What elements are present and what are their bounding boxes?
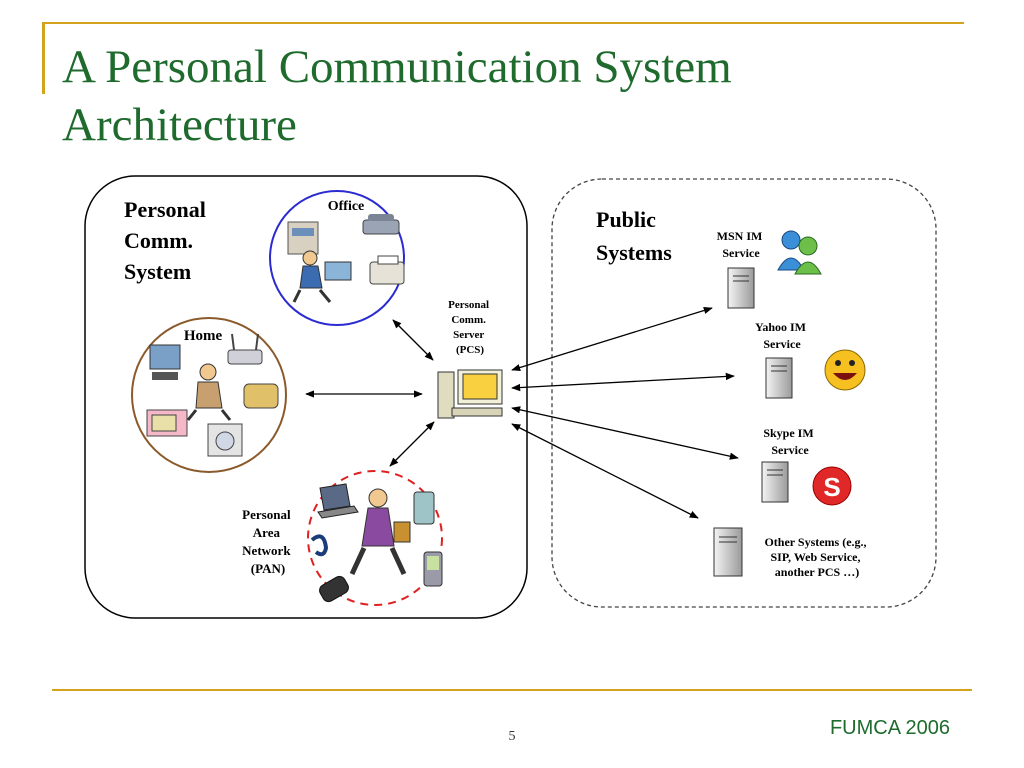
- yahoo-service-label: Yahoo IM Service: [755, 320, 809, 351]
- title-line-2: Architecture: [62, 99, 297, 151]
- arrow-office-pcs: [392, 319, 434, 361]
- office-label: Office: [328, 199, 365, 214]
- pcs-label: Personal Comm. Server (PCS): [448, 299, 492, 356]
- fax-machine-icon: [369, 255, 405, 285]
- arrow-pcs-msn: [511, 306, 713, 372]
- office-printer-icon: [287, 221, 319, 255]
- top-rule: [42, 22, 964, 24]
- arrow-pan-pcs: [389, 421, 435, 467]
- public-systems-label: Public Systems: [596, 207, 672, 265]
- pda-icon: [423, 551, 443, 587]
- office-worker-icon: [292, 250, 352, 303]
- other-systems-server-icon: [713, 527, 743, 577]
- left-rule: [42, 22, 45, 94]
- public-systems-box: [551, 178, 937, 608]
- walking-person-icon: [349, 488, 411, 576]
- footer-text: FUMCA 2006: [829, 717, 950, 739]
- telephone-icon: [362, 214, 400, 235]
- arrow-pcs-other: [511, 423, 699, 519]
- bluetooth-headset-icon: [310, 534, 329, 557]
- home-tv-icon: [149, 344, 181, 380]
- arrow-pcs-yahoo: [511, 372, 735, 392]
- msn-server-icon: [727, 267, 755, 309]
- home-group: Home: [131, 317, 287, 473]
- home-user-icon: [186, 363, 232, 421]
- pan-label: Personal Area Network (PAN): [242, 507, 294, 576]
- arrow-pcs-skype: [511, 406, 739, 460]
- yahoo-server-icon: [765, 357, 793, 399]
- office-group: Office: [269, 190, 405, 326]
- microwave-icon: [146, 409, 188, 437]
- pcs-computer-icon: [437, 369, 503, 419]
- laptop-icon: [317, 483, 359, 519]
- page-number: 5: [508, 729, 516, 744]
- handheld-device-icon: [413, 491, 435, 525]
- svg-text:S: S: [823, 472, 840, 502]
- wireless-router-icon: [227, 333, 263, 365]
- skype-server-icon: [761, 461, 789, 503]
- slide-title: A Personal Communication System Architec…: [62, 38, 962, 154]
- bottom-rule: [52, 689, 972, 691]
- yahoo-smiley-icon: [824, 349, 866, 391]
- toaster-icon: [243, 383, 279, 409]
- msn-messenger-icon: [777, 230, 822, 275]
- washing-machine-icon: [207, 423, 243, 457]
- title-line-1: A Personal Communication System: [62, 41, 732, 93]
- home-label: Home: [184, 328, 223, 344]
- other-systems-label: Other Systems (e.g., SIP, Web Service, a…: [764, 535, 869, 579]
- msn-service-label: MSN IM Service: [717, 229, 766, 260]
- skype-icon: S: [812, 466, 852, 506]
- mobile-phone-icon: [319, 575, 349, 603]
- pan-group: Personal Area Network (PAN): [242, 470, 443, 606]
- personal-system-label: Personal Comm. System: [124, 197, 211, 284]
- skype-service-label: Skype IM Service: [763, 426, 816, 457]
